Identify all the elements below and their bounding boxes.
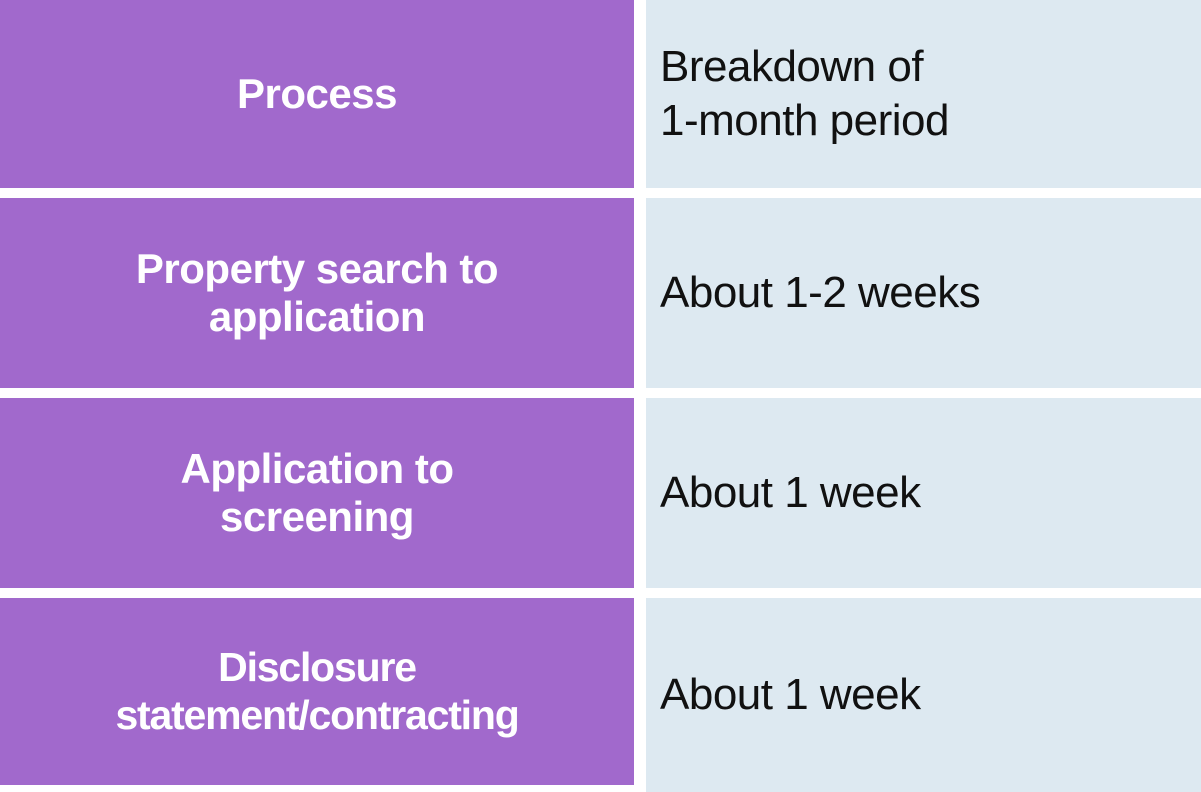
process-header-cell: Process [0,0,634,188]
process-cell-disclosure-statement-contracting: Disclosure statement/contracting [0,598,634,785]
process-cell-label: Property search to application [135,244,499,340]
process-cell-label: Disclosure statement/contracting [115,644,519,738]
table-row: Application to screening About 1 week [0,398,1201,588]
process-cell-label: Application to screening [180,444,454,540]
duration-cell-label: About 1-2 weeks [660,268,981,318]
process-cell-application-to-screening: Application to screening [0,398,634,588]
process-cell-property-search-to-application: Property search to application [0,198,634,388]
duration-cell-disclosure-statement-contracting: About 1 week [646,598,1201,792]
duration-header-label: Breakdown of 1-month period [660,42,949,145]
duration-header-cell: Breakdown of 1-month period [646,0,1201,188]
process-header-label: Process [237,69,397,117]
duration-cell-label: About 1 week [660,468,921,518]
duration-cell-label: About 1 week [660,670,921,720]
duration-cell-property-search-to-application: About 1-2 weeks [646,198,1201,388]
table-row: Process Breakdown of 1-month period [0,0,1201,188]
duration-cell-application-to-screening: About 1 week [646,398,1201,588]
table-row: Property search to application About 1-2… [0,198,1201,388]
table-row: Disclosure statement/contracting About 1… [0,598,1201,792]
